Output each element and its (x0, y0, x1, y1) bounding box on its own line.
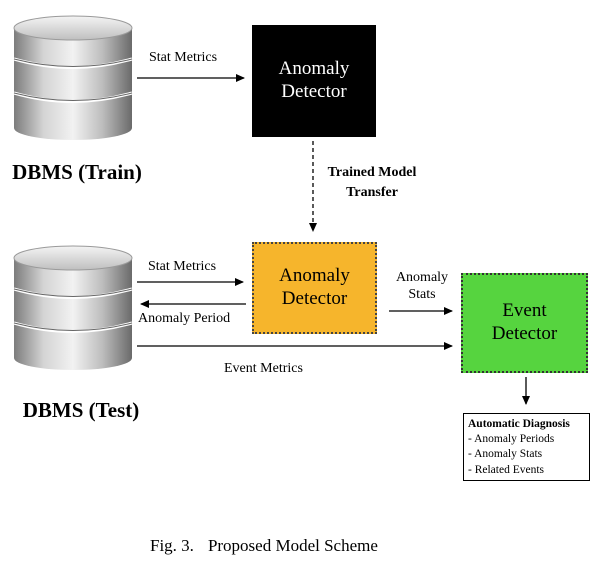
edge-label-transfer-line1: Trained Model (327, 165, 417, 180)
edge-label-anomaly-period: Anomaly Period (138, 311, 231, 326)
figure-caption: Fig. 3. Proposed Model Scheme (150, 536, 378, 556)
edge-label-event-metrics: Event Metrics (224, 361, 303, 376)
anomaly-detector-test-node: Anomaly Detector (252, 242, 377, 334)
database-test-icon (12, 244, 134, 372)
diagnosis-item: - Related Events (468, 463, 545, 476)
anomaly-detector-train-node: Anomaly Detector (252, 25, 376, 137)
anomaly-detector-test-line1: Anomaly (279, 265, 350, 287)
edge-label-transfer-line2: Transfer (346, 184, 398, 200)
database-train-label: DBMS (Train) (12, 160, 142, 184)
edge-label-stat-metrics-train: Stat Metrics (149, 50, 218, 65)
edge-label-stat-metrics-test: Stat Metrics (148, 259, 217, 274)
edge-label-anomaly-stats-line2: Stats (408, 286, 436, 302)
figure-number: Fig. 3. (150, 536, 194, 555)
anomaly-detector-test-line2: Detector (281, 288, 348, 309)
edge-label-anomaly-stats: Anomaly Stats (388, 270, 456, 304)
event-detector-line2: Detector (491, 323, 558, 344)
diagnosis-title: Automatic Diagnosis (468, 418, 570, 430)
anomaly-detector-train-line1: Anomaly (278, 58, 350, 80)
event-detector-line1: Event (502, 300, 547, 322)
database-test-label: DBMS (Test) (22, 398, 140, 422)
figure-caption-text: Proposed Model Scheme (207, 536, 378, 555)
diagnosis-item: - Anomaly Stats (468, 448, 543, 461)
automatic-diagnosis-box: Automatic Diagnosis - Anomaly Periods - … (463, 413, 590, 481)
event-detector-node: Event Detector (461, 273, 588, 373)
diagnosis-item: - Anomaly Periods (468, 433, 555, 446)
database-train-icon (12, 14, 134, 142)
edge-label-trained-model-transfer: Trained Model Transfer (320, 163, 424, 202)
anomaly-detector-train-line2: Detector (281, 81, 347, 102)
edge-label-anomaly-stats-line1: Anomaly (395, 270, 449, 285)
